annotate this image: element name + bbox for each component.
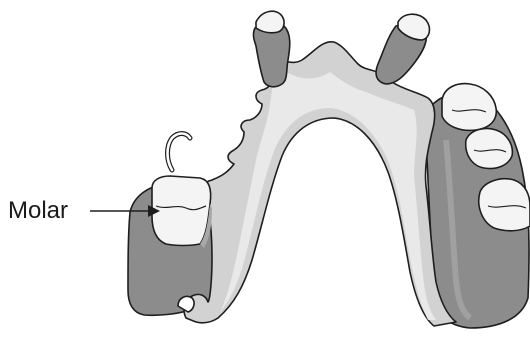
right-tooth-3 xyxy=(479,179,530,231)
right-tooth-1 xyxy=(442,84,496,131)
left-molar-tooth xyxy=(152,176,211,246)
left-abutment-cap xyxy=(256,11,284,33)
molar-label: Molar xyxy=(8,197,68,225)
